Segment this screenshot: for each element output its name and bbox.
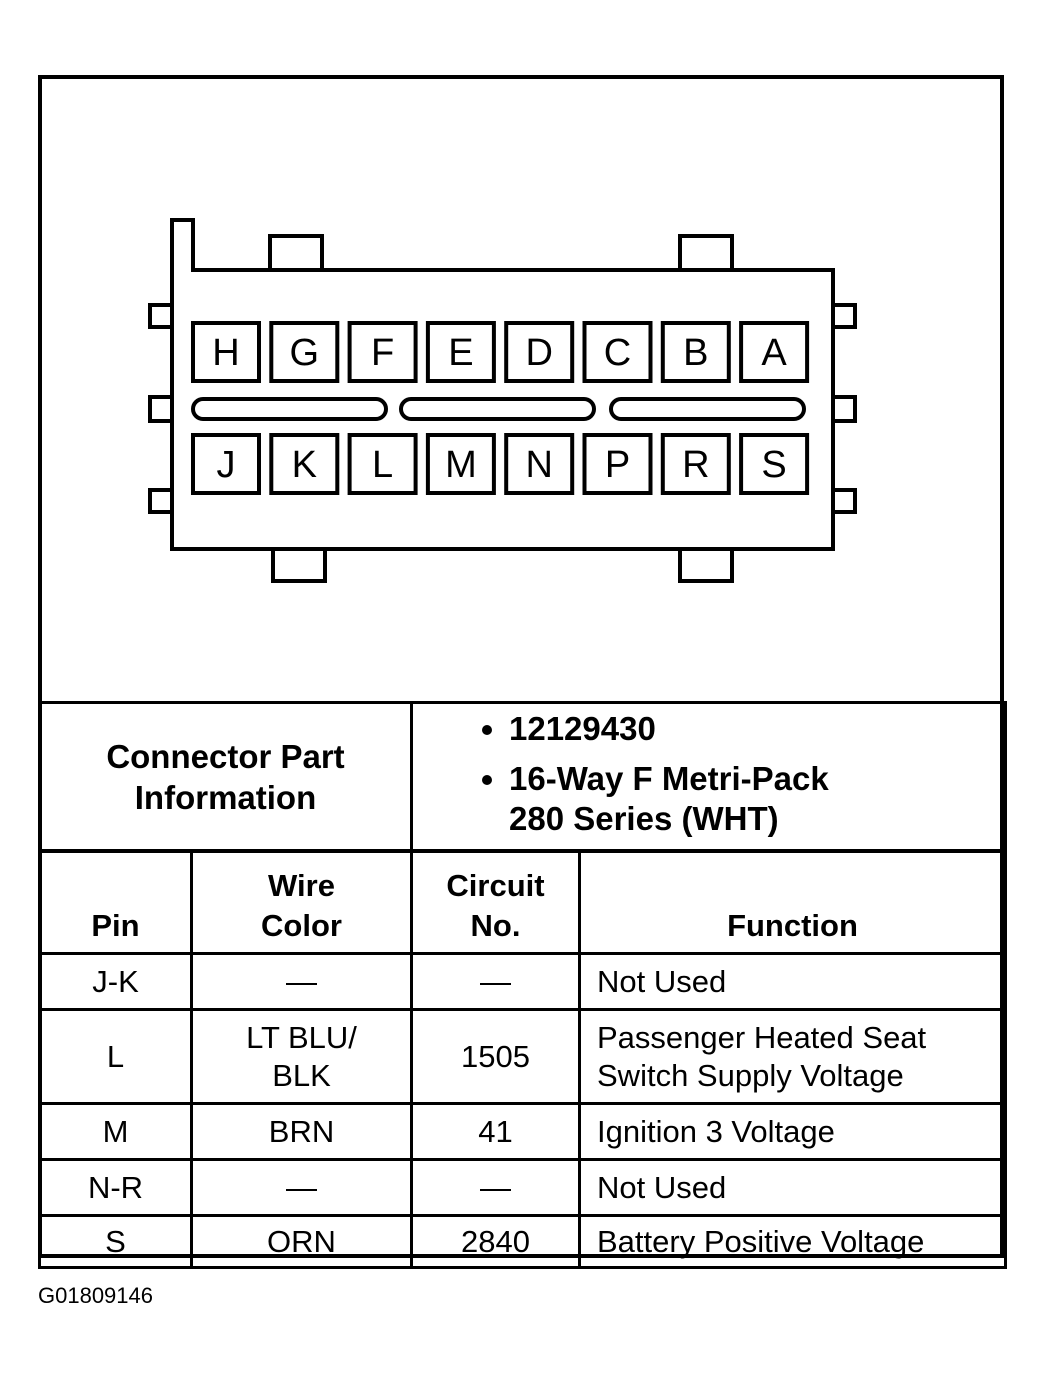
function-cell: Not Used xyxy=(578,1158,1007,1217)
cavity-label-R: R xyxy=(682,444,709,486)
table-header-row: Pin Wire Color Circuit No. Function xyxy=(38,850,1007,955)
function-cell: Not Used xyxy=(578,952,1007,1011)
cavity-label-M: M xyxy=(445,444,477,486)
figure-code: G01809146 xyxy=(38,1283,153,1308)
table-row: M BRN 41 Ignition 3 Voltage xyxy=(38,1102,1007,1161)
cavity-J xyxy=(191,433,261,495)
connector-face-diagram: H G F E D C B A J K L M N P R S xyxy=(148,218,857,583)
connector-type: 16-Way F Metri-Pack 280 Series (WHT) xyxy=(509,759,1004,839)
wire-color-cell: ORN xyxy=(190,1214,413,1269)
bottom-tab-left xyxy=(271,546,327,583)
cavity-label-G: G xyxy=(290,332,320,374)
cavity-label-H: H xyxy=(212,332,239,374)
table-row: S ORN 2840 Battery Positive Voltage xyxy=(38,1214,1007,1269)
pin-cell: S xyxy=(38,1214,193,1269)
cavity-H xyxy=(191,321,261,383)
wire-color-cell: BRN xyxy=(190,1102,413,1161)
cavity-M xyxy=(425,433,496,495)
wire-color-cell: — xyxy=(190,1158,413,1217)
circuit-cell: 2840 xyxy=(410,1214,581,1269)
header-circuit-no: Circuit No. xyxy=(410,850,581,955)
top-tab-right xyxy=(678,234,734,274)
circuit-cell: — xyxy=(410,1158,581,1217)
cavity-L xyxy=(347,433,418,495)
pin-cell: M xyxy=(38,1102,193,1161)
cavity-label-E: E xyxy=(448,332,473,374)
cavity-C xyxy=(582,321,653,383)
circuit-cell: 41 xyxy=(410,1102,581,1161)
pin-function-table: Pin Wire Color Circuit No. Function J-K … xyxy=(38,850,1007,1269)
side-latch-right-3 xyxy=(831,488,857,514)
bottom-tab-right xyxy=(678,546,734,583)
circuit-cell: 1505 xyxy=(410,1008,581,1105)
connector-housing xyxy=(170,218,835,551)
cavity-label-J: J xyxy=(217,444,236,486)
side-latch-left-3 xyxy=(148,488,174,514)
top-tab-left xyxy=(268,234,324,274)
cavity-label-N: N xyxy=(525,444,552,486)
header-function: Function xyxy=(578,850,1007,955)
key-slot-center xyxy=(399,397,596,421)
cavity-F xyxy=(347,321,418,383)
key-slot-left xyxy=(191,397,388,421)
table-row: N-R — — Not Used xyxy=(38,1158,1007,1217)
table-row: J-K — — Not Used xyxy=(38,952,1007,1011)
cavity-label-S: S xyxy=(761,444,786,486)
table-row: L LT BLU/ BLK 1505 Passenger Heated Seat… xyxy=(38,1008,1007,1105)
part-info-label: Connector Part Information xyxy=(38,701,413,852)
cavity-N xyxy=(504,433,575,495)
key-slot-right xyxy=(609,397,806,421)
cavity-G xyxy=(269,321,340,383)
pin-cell: J-K xyxy=(38,952,193,1011)
circuit-cell: — xyxy=(410,952,581,1011)
cavity-S xyxy=(739,433,810,495)
cavity-R xyxy=(660,433,731,495)
connector-part-info: Connector Part Information 12129430 16-W… xyxy=(38,701,1007,852)
cavity-label-L: L xyxy=(372,444,393,486)
cavity-label-F: F xyxy=(371,332,394,374)
side-latch-right-2 xyxy=(831,395,857,423)
function-cell: Ignition 3 Voltage xyxy=(578,1102,1007,1161)
cavity-K xyxy=(269,433,340,495)
cavity-P xyxy=(582,433,653,495)
pin-cell: N-R xyxy=(38,1158,193,1217)
header-pin: Pin xyxy=(38,850,193,955)
cavity-label-D: D xyxy=(525,332,552,374)
side-latch-left-1 xyxy=(148,303,174,329)
cavity-D xyxy=(504,321,575,383)
cavity-label-C: C xyxy=(604,332,631,374)
wire-color-cell: — xyxy=(190,952,413,1011)
side-latch-left-2 xyxy=(148,395,174,423)
pin-cell: L xyxy=(38,1008,193,1105)
part-number: 12129430 xyxy=(509,709,1004,749)
cavity-label-B: B xyxy=(683,332,708,374)
header-wire-color: Wire Color xyxy=(190,850,413,955)
side-latch-right-1 xyxy=(831,303,857,329)
cavity-A xyxy=(739,321,810,383)
function-cell: Battery Positive Voltage xyxy=(578,1214,1007,1269)
part-info-bullets: 12129430 16-Way F Metri-Pack 280 Series … xyxy=(410,701,1007,852)
wire-color-cell: LT BLU/ BLK xyxy=(190,1008,413,1105)
cavity-E xyxy=(425,321,496,383)
cavity-label-A: A xyxy=(761,332,787,374)
cavity-label-P: P xyxy=(605,444,630,486)
cavity-label-K: K xyxy=(292,444,317,486)
function-cell: Passenger Heated Seat Switch Supply Volt… xyxy=(578,1008,1007,1105)
cavity-B xyxy=(660,321,731,383)
